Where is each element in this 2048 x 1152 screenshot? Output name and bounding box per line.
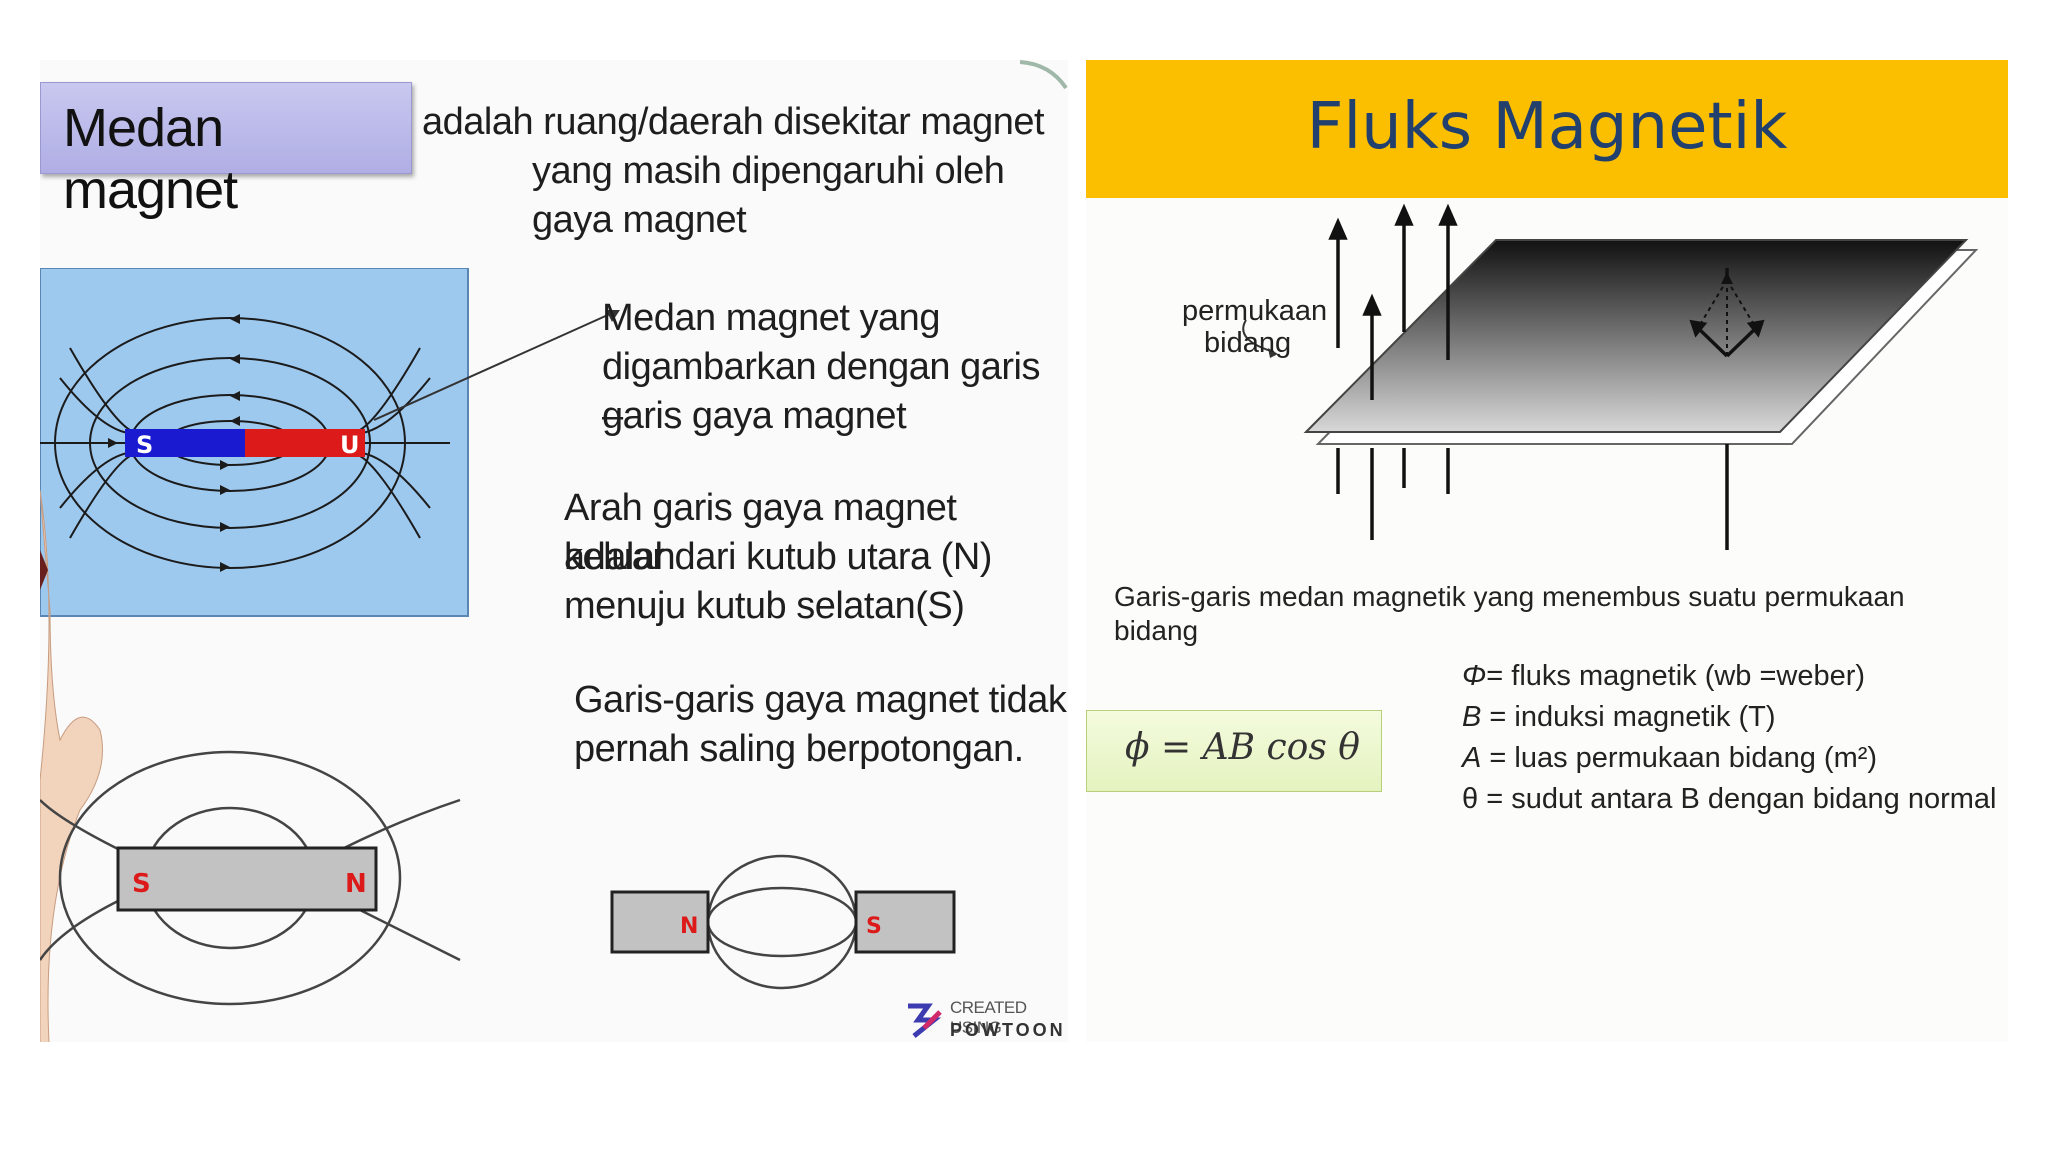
title-banner: Fluks Magnetik <box>1086 60 2008 198</box>
definition-item: B = induksi magnetik (T) <box>1462 697 1997 738</box>
definition-symbol: θ <box>1462 783 1479 815</box>
callout-arrow <box>373 310 620 421</box>
definition-text: = fluks magnetik (wb =weber) <box>1486 660 1866 692</box>
plane-label-line-2: bidang <box>1204 327 1292 359</box>
pole-label-u: U <box>340 431 360 459</box>
definitions-list: Φ= fluks magnetik (wb =weber) B = induks… <box>1462 656 1997 820</box>
caption-line-1: Garis-garis medan magnetik yang menembus… <box>1114 581 1905 612</box>
callout-line-3: garis gaya magnet <box>602 395 907 437</box>
definition-line-1: adalah ruang/daerah disekitar magnet <box>422 101 1045 143</box>
left-slide: Medan magnet adalah ruang/daerah disekit… <box>40 60 1068 1042</box>
definition-line-2: yang masih dipengaruhi oleh <box>532 150 1005 192</box>
direction-line-3: menuju kutub selatan(S) <box>564 585 965 627</box>
nocross-line-1: Garis-garis gaya magnet tidak <box>574 679 1067 721</box>
definition-item: Φ= fluks magnetik (wb =weber) <box>1462 656 1997 697</box>
direction-line-2: keluar dari kutub utara (N) <box>564 536 992 578</box>
pole-label-s: S <box>136 431 153 459</box>
grey-bar-magnet-diagram: S N <box>40 750 461 1006</box>
right-slide: Fluks Magnetik <box>1086 60 2008 1042</box>
magnetic-flux-plane-diagram <box>1242 203 1979 550</box>
plane-label-line-1: permukaan <box>1182 295 1328 327</box>
callout-line-2: digambarkan dengan garis – <box>602 346 1040 437</box>
caption-line-2: bidang <box>1114 615 1199 646</box>
definition-symbol: A <box>1462 742 1482 774</box>
hand-illustration <box>40 490 103 1042</box>
pole-label-s3: S <box>866 914 882 939</box>
definition-text: = induksi magnetik (T) <box>1481 701 1776 733</box>
formula-box: ϕ = AB cos θ <box>1086 710 1382 792</box>
definition-symbol: Φ <box>1462 660 1487 692</box>
bar-magnet-field-diagram: S U <box>40 268 469 617</box>
title-tag: Medan magnet <box>40 82 412 220</box>
watermark-line-1: CREATED USING <box>950 998 1027 1037</box>
definition-item: A = luas permukaan bidang (m²) <box>1462 738 1997 779</box>
definition-line-3: gaya magnet <box>532 199 747 241</box>
pole-label-n3: N <box>680 914 698 939</box>
formula-text: ϕ = AB cos θ <box>1125 727 1360 768</box>
powtoon-logo-icon <box>908 1003 942 1038</box>
slide-title: Medan magnet <box>63 98 238 220</box>
callout-line-1: Medan magnet yang <box>602 297 940 339</box>
definition-text: = luas permukaan bidang (m²) <box>1481 742 1878 774</box>
swoosh-decoration <box>1020 60 1068 90</box>
nocross-line-2: pernah saling berpotongan. <box>574 728 1024 770</box>
watermark-line-2: POWTOON <box>950 1020 1066 1040</box>
definition-text: = sudut antara B dengan bidang normal <box>1478 783 1997 815</box>
definition-item: θ = sudut antara B dengan bidang normal <box>1462 779 1997 820</box>
opposite-poles-diagram: N S <box>610 854 956 990</box>
pole-label-s2: S <box>132 869 151 899</box>
pole-label-n2: N <box>345 869 367 899</box>
definition-symbol: B <box>1462 701 1482 733</box>
slide-title: Fluks Magnetik <box>1306 90 1788 164</box>
powtoon-watermark: CREATED USING POWTOON <box>904 992 1068 1042</box>
direction-line-1: Arah garis gaya magnet adalah <box>564 487 957 578</box>
